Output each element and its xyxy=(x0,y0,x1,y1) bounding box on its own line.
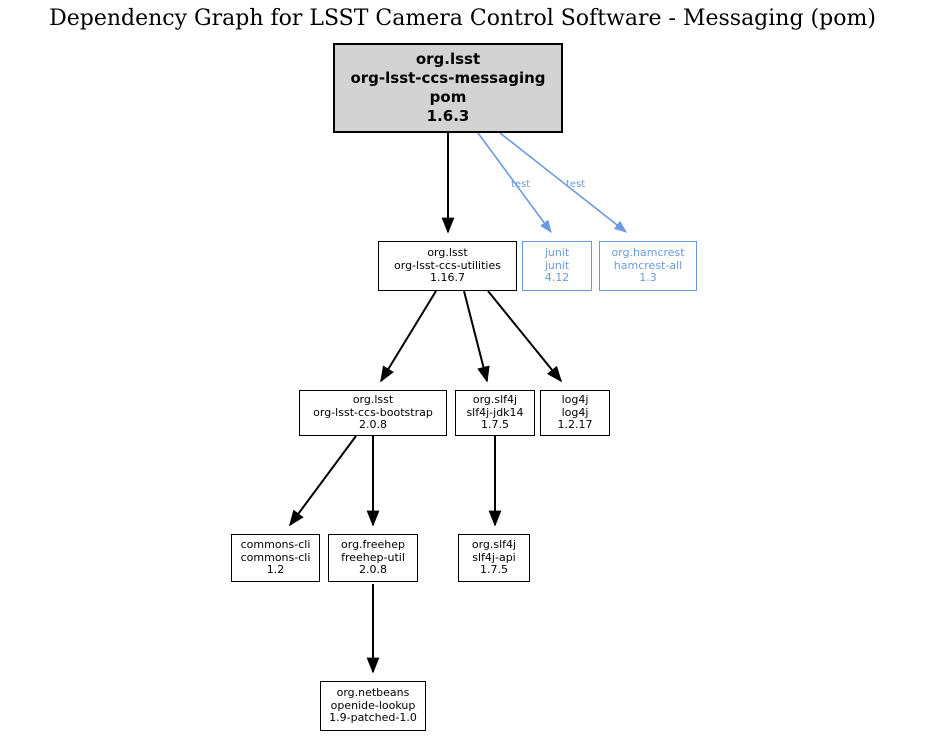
node-log4j[interactable]: log4j log4j 1.2.17 xyxy=(540,390,610,436)
node-group: org.slf4j xyxy=(472,392,518,406)
node-commons-cli[interactable]: commons-cli commons-cli 1.2 xyxy=(231,534,320,582)
node-org-lsst-ccs-messaging[interactable]: org.lsst org-lsst-ccs-messaging pom 1.6.… xyxy=(333,43,563,133)
node-version: 2.0.8 xyxy=(359,418,387,432)
node-artifact: hamcrest-all xyxy=(613,258,683,272)
node-version: 1.9-patched-1.0 xyxy=(329,711,417,725)
node-artifact: log4j xyxy=(561,405,589,419)
page-title: Dependency Graph for LSST Camera Control… xyxy=(49,6,876,31)
node-version: 1.2 xyxy=(266,563,285,577)
node-org-lsst-ccs-bootstrap[interactable]: org.lsst org-lsst-ccs-bootstrap 2.0.8 xyxy=(299,390,447,436)
node-version: 2.0.8 xyxy=(359,563,387,577)
node-junit[interactable]: junit junit 4.12 xyxy=(522,241,592,291)
node-group: org.slf4j xyxy=(471,537,517,551)
node-group: org.lsst xyxy=(352,392,394,406)
node-artifact: org-lsst-ccs-messaging xyxy=(350,68,546,87)
node-packaging: pom xyxy=(429,88,467,106)
edge-bootstrap-to-commons-cli xyxy=(289,435,357,527)
node-group: log4j xyxy=(561,392,589,406)
node-group: commons-cli xyxy=(240,537,311,551)
edge-utilities-to-slf4j-jdk14 xyxy=(463,290,490,383)
edge-label-junit-scope: test xyxy=(511,179,531,190)
node-artifact: freehep-util xyxy=(341,550,405,564)
node-version: 4.12 xyxy=(544,271,570,285)
node-group: org.netbeans xyxy=(336,685,410,699)
node-artifact: commons-cli xyxy=(240,550,311,564)
node-slf4j-jdk14[interactable]: org.slf4j slf4j-jdk14 1.7.5 xyxy=(455,390,535,436)
edge-utilities-to-log4j xyxy=(487,290,563,383)
edge-label-hamcrest-scope: test xyxy=(566,179,586,190)
node-artifact: junit xyxy=(544,258,570,272)
node-version: 1.2.17 xyxy=(557,418,593,432)
node-group: org.freehep xyxy=(341,537,405,551)
node-version: 1.7.5 xyxy=(480,563,508,577)
node-group: org.lsst xyxy=(427,245,468,259)
node-hamcrest-all[interactable]: org.hamcrest hamcrest-all 1.3 xyxy=(599,241,697,291)
node-version: 1.3 xyxy=(639,271,657,285)
node-version: 1.16.7 xyxy=(430,271,465,285)
node-artifact: org-lsst-ccs-utilities xyxy=(394,258,501,272)
node-group: org.hamcrest xyxy=(611,245,685,259)
edge-utilities-to-bootstrap xyxy=(380,290,437,383)
node-artifact: slf4j-jdk14 xyxy=(466,405,524,419)
node-artifact: openide-lookup xyxy=(330,698,416,712)
node-slf4j-api[interactable]: org.slf4j slf4j-api 1.7.5 xyxy=(458,534,530,582)
node-freehep-util[interactable]: org.freehep freehep-util 2.0.8 xyxy=(328,534,418,582)
node-version: 1.7.5 xyxy=(481,418,509,432)
node-artifact: slf4j-api xyxy=(472,550,516,564)
node-group: org.lsst xyxy=(415,49,481,68)
node-artifact: org-lsst-ccs-bootstrap xyxy=(313,405,433,419)
node-org-lsst-ccs-utilities[interactable]: org.lsst org-lsst-ccs-utilities 1.16.7 xyxy=(378,241,517,291)
node-openide-lookup[interactable]: org.netbeans openide-lookup 1.9-patched-… xyxy=(320,681,426,731)
node-group: junit xyxy=(544,245,570,259)
node-version: 1.6.3 xyxy=(426,107,470,126)
